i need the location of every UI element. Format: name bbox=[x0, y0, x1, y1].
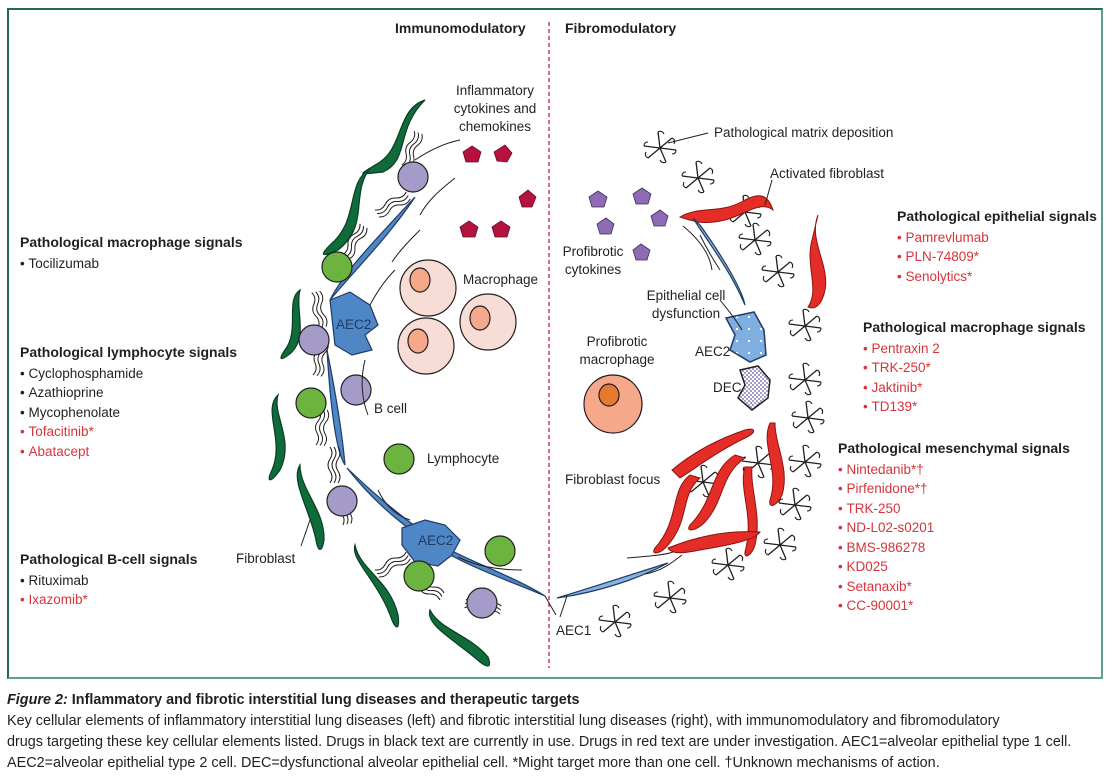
drug-group-left-lymphocyte: Pathological lymphocyte signals Cyclopho… bbox=[20, 343, 237, 461]
group-heading: Pathological B-cell signals bbox=[20, 551, 198, 567]
drug-item: PLN-74809* bbox=[897, 247, 1097, 267]
label-dec: DEC bbox=[713, 380, 742, 395]
activated-fibroblasts bbox=[653, 195, 827, 557]
label-line: Profibrotic bbox=[562, 244, 624, 259]
group-heading: Pathological lymphocyte signals bbox=[20, 344, 238, 360]
drug-item: Pamrevlumab bbox=[897, 228, 1097, 248]
aec2-cell-right bbox=[724, 311, 767, 363]
drug-item: Rituximab bbox=[20, 571, 197, 591]
label-line: Epithelial cell bbox=[646, 288, 726, 303]
caption-title-line: Figure 2: Inflammatory and fibrotic inte… bbox=[7, 690, 1107, 711]
drug-item: Abatacept bbox=[20, 442, 237, 462]
dec-cell bbox=[737, 365, 771, 411]
caption-line: AEC2=alveolar epithelial type 2 cell. DE… bbox=[7, 755, 940, 771]
drug-item: Pentraxin 2 bbox=[863, 339, 1086, 359]
aec2-cell-left-bottom bbox=[401, 519, 461, 567]
drug-group-left-b-cell: Pathological B-cell signals Rituximab Ix… bbox=[20, 550, 197, 610]
lymphocytes bbox=[295, 251, 516, 592]
drug-group-right-epithelial: Pathological epithelial signals Pamrevlu… bbox=[897, 207, 1097, 286]
label-inflammatory-cytokines: Inflammatory cytokines and chemokines bbox=[440, 82, 550, 136]
label-epithelial-dysfunction: Epithelial cell dysfunction bbox=[636, 287, 736, 323]
panel-title-fibromodulatory: Fibromodulatory bbox=[565, 20, 677, 36]
drug-item: Nintedanib*† bbox=[838, 460, 1070, 480]
drug-item: TRK-250 bbox=[838, 499, 1070, 519]
drug-group-left-macrophage: Pathological macrophage signals Tocilizu… bbox=[20, 233, 243, 273]
label-profibrotic-macrophage: Profibrotic macrophage bbox=[572, 333, 662, 369]
group-heading: Pathological epithelial signals bbox=[897, 208, 1097, 224]
label-aec1: AEC1 bbox=[556, 623, 592, 638]
label-line: Profibrotic bbox=[586, 334, 648, 349]
fibroblast-cells-left bbox=[268, 99, 491, 667]
panel-title-immunomodulatory: Immunomodulatory bbox=[395, 20, 526, 36]
group-heading: Pathological macrophage signals bbox=[863, 319, 1086, 335]
drug-item: Mycophenolate bbox=[20, 403, 237, 423]
profibrotic-macrophage bbox=[583, 374, 643, 434]
leader-lines-left bbox=[300, 519, 557, 616]
label-line: cytokines bbox=[564, 262, 622, 277]
drug-item: Ixazomib* bbox=[20, 590, 197, 610]
drug-item: Jaktinib* bbox=[863, 378, 1086, 398]
drug-item: Setanaxib* bbox=[838, 577, 1070, 597]
label-profibrotic-cytokines: Profibrotic cytokines bbox=[558, 243, 628, 279]
epithelial-layer-right bbox=[556, 217, 746, 599]
label-fibroblast: Fibroblast bbox=[236, 551, 296, 566]
macrophages bbox=[397, 259, 517, 375]
caption-line: Key cellular elements of inflammatory in… bbox=[7, 713, 1000, 729]
inflammatory-cytokines bbox=[459, 144, 537, 238]
drug-item: Tocilizumab bbox=[20, 254, 243, 274]
label-line: chemokines bbox=[458, 119, 532, 134]
drug-item: TD139* bbox=[863, 397, 1086, 417]
caption-figure-label: Figure 2: bbox=[7, 692, 68, 708]
drug-item: Azathioprine bbox=[20, 383, 237, 403]
label-aec2-left-bottom: AEC2 bbox=[418, 533, 454, 548]
aec2-cell-left-top bbox=[329, 291, 379, 356]
drug-item: BMS-986278 bbox=[838, 538, 1070, 558]
label-activated-fibroblast: Activated fibroblast bbox=[770, 166, 885, 181]
label-line: Inflammatory bbox=[455, 83, 535, 98]
label-line: macrophage bbox=[579, 352, 655, 367]
drug-item: ND-L02-s0201 bbox=[838, 518, 1070, 538]
label-line: dysfunction bbox=[651, 306, 721, 321]
b-cells bbox=[298, 161, 498, 619]
drug-item: Tofacitinib* bbox=[20, 422, 237, 442]
label-fibroblast-focus: Fibroblast focus bbox=[565, 472, 661, 487]
caption-title: Inflammatory and fibrotic interstitial l… bbox=[71, 692, 580, 708]
label-lymphocyte: Lymphocyte bbox=[427, 451, 500, 466]
label-b-cell: B cell bbox=[374, 401, 408, 416]
label-line: cytokines and bbox=[453, 101, 537, 116]
alveolar-lines-right bbox=[559, 132, 773, 618]
drug-item: TRK-250* bbox=[863, 358, 1086, 378]
alveolar-lines-left bbox=[361, 139, 523, 571]
figure-frame bbox=[7, 8, 1103, 679]
drug-item: CC-90001* bbox=[838, 596, 1070, 616]
drug-item: KD025 bbox=[838, 557, 1070, 577]
caption-line: drugs targeting these key cellular eleme… bbox=[7, 734, 1072, 750]
drug-item: Senolytics* bbox=[897, 267, 1097, 287]
profibrotic-cytokines bbox=[588, 187, 669, 261]
drug-item: Pirfenidone*† bbox=[838, 479, 1070, 499]
drug-group-right-macrophage: Pathological macrophage signals Pentraxi… bbox=[863, 318, 1086, 417]
label-aec2-left-top: AEC2 bbox=[336, 317, 372, 332]
group-heading: Pathological mesenchymal signals bbox=[838, 440, 1070, 456]
label-macrophage: Macrophage bbox=[463, 272, 539, 287]
figure-caption: Figure 2: Inflammatory and fibrotic inte… bbox=[7, 690, 1107, 774]
drug-item: Cyclophosphamide bbox=[20, 364, 237, 384]
label-matrix-deposition: Pathological matrix deposition bbox=[714, 125, 894, 140]
drug-group-right-mesenchymal: Pathological mesenchymal signals Ninteda… bbox=[838, 439, 1070, 616]
label-aec2-right: AEC2 bbox=[695, 344, 731, 359]
group-heading: Pathological macrophage signals bbox=[20, 234, 243, 250]
